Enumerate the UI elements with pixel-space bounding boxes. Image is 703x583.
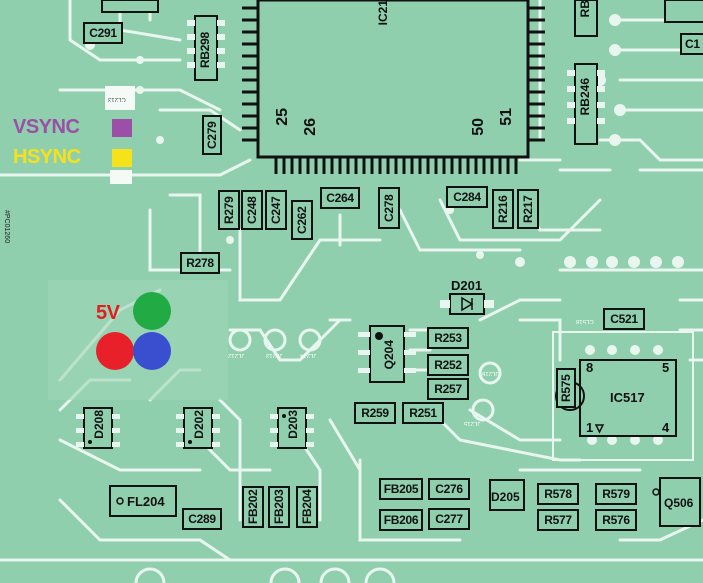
silk-cl213: CL213 (108, 96, 126, 102)
label-c264: C264 (320, 187, 360, 209)
label-ic517: IC517 (610, 390, 645, 405)
silk-cl518: CL518 (576, 318, 594, 324)
label-c284: C284 (446, 186, 488, 208)
pin-8: 8 (586, 360, 594, 375)
silk-jl212: JL212 (228, 352, 245, 358)
legend-hsync-swatch (112, 149, 132, 167)
label-r577: R577 (537, 509, 579, 531)
dot-blue (133, 332, 171, 370)
label-c289: C289 (182, 508, 222, 530)
label-d202: D202 (192, 410, 206, 439)
label-rb246: RB246 (578, 78, 592, 116)
label-r575: R575 (556, 368, 576, 408)
label-c521: C521 (603, 308, 645, 330)
dot-red (96, 332, 134, 370)
label-r578: R578 (537, 483, 579, 505)
label-r279: R279 (218, 190, 240, 230)
pin-1: 1 (586, 420, 594, 435)
label-r576: R576 (595, 509, 637, 531)
label-c291: C291 (83, 22, 123, 44)
label-q204: Q204 (382, 340, 396, 370)
legend-vsync-text: VSYNC (13, 116, 80, 138)
label-r259: R259 (354, 402, 396, 424)
label-r217: R217 (517, 189, 539, 229)
silk-jl215: JL215 (464, 420, 481, 426)
label-r257: R257 (427, 378, 469, 400)
label-rb-top: RB (578, 0, 592, 18)
pin-5: 5 (662, 360, 670, 375)
label-c247: C247 (265, 190, 287, 230)
label-d205: D205 (491, 490, 520, 504)
silk-jl216: JL216 (482, 370, 499, 376)
legend-5v-text: 5V (96, 302, 120, 324)
pin-50: 50 (470, 118, 487, 136)
pin-26: 26 (302, 118, 319, 136)
label-fb205: FB205 (379, 478, 423, 500)
label-c262: C262 (291, 200, 313, 240)
label-rb298: RB298 (198, 32, 212, 68)
label-fb204: FB204 (296, 486, 318, 528)
label-r252: R252 (427, 354, 469, 376)
label-ic21: IC21 (376, 0, 390, 26)
label-fb202: FB202 (242, 486, 264, 528)
label-fb203: FB203 (268, 486, 290, 528)
pin-25: 25 (274, 108, 291, 126)
dot-green (133, 292, 171, 330)
legend-vsync-swatch (112, 119, 132, 137)
label-c1: C1 (680, 33, 703, 55)
legend-hsync-text: HSYNC (13, 146, 81, 168)
pin-4: 4 (662, 420, 670, 435)
label-r278: R278 (180, 252, 220, 274)
silk-jl214: JL214 (300, 352, 317, 358)
label-q506: Q506 (664, 496, 694, 510)
label-r216: R216 (492, 189, 514, 229)
label-fb206: FB206 (379, 509, 423, 531)
pin-51: 51 (498, 108, 515, 126)
label-d203: D203 (286, 410, 300, 439)
label-c279: C279 (202, 115, 222, 155)
label-r251: R251 (402, 402, 444, 424)
label-c277: C277 (428, 508, 470, 530)
label-c276: C276 (428, 478, 470, 500)
label-d208: D208 (92, 410, 106, 439)
label-d201: D201 (451, 278, 483, 293)
label-r579: R579 (595, 483, 637, 505)
label-fl204: FL204 (127, 494, 165, 509)
label-r253: R253 (427, 327, 469, 349)
silk-pc01260: #PC01260 (3, 210, 10, 244)
label-c248: C248 (241, 190, 263, 230)
silk-jl213: JL213 (266, 352, 283, 358)
label-c278: C278 (378, 187, 400, 229)
